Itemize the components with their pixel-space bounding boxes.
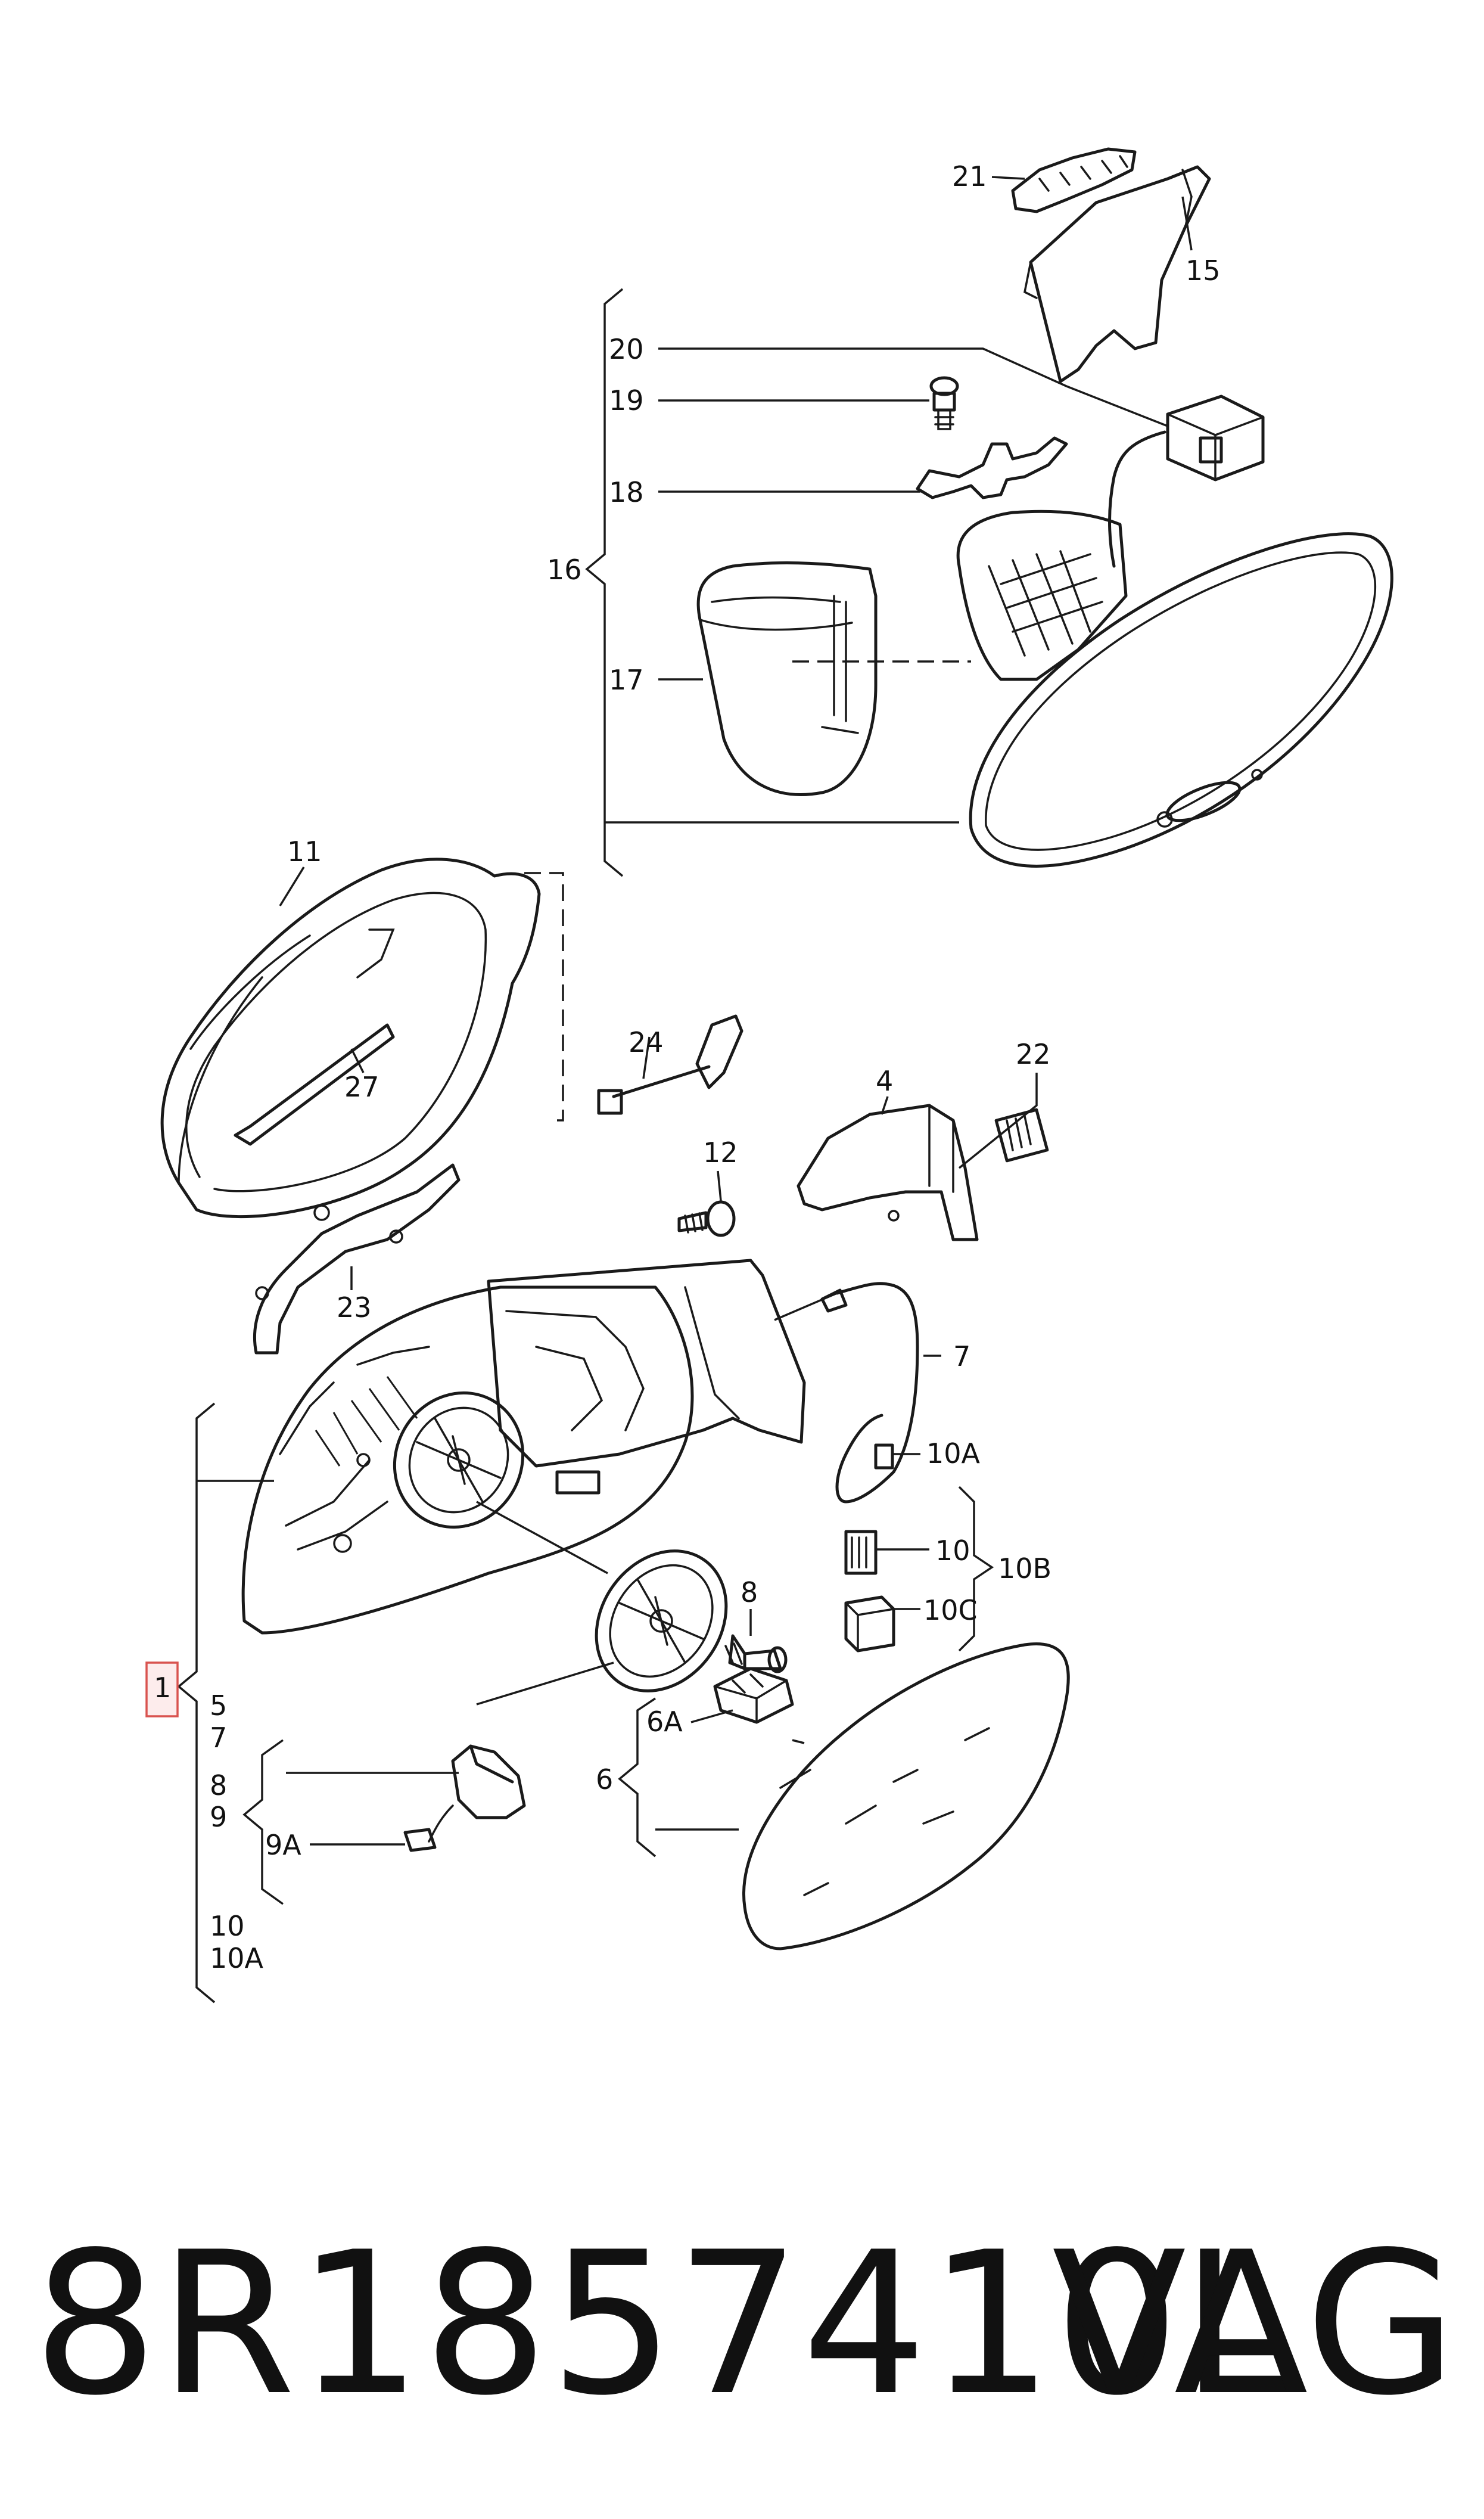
label-8: 8 [741,1576,758,1608]
callout-labels: 21 15 20 19 18 16 17 11 27 24 4 22 12 23… [154,160,1221,1974]
part-20-connector [658,347,1265,568]
label-8-list: 8 [210,1769,227,1801]
label-27: 27 [344,1071,379,1103]
label-10-list: 10 [210,1910,245,1942]
brand-name: VAG [1051,2210,1457,2439]
exploded-mirror-diagram: 21 15 20 19 18 16 17 11 27 24 4 22 12 23… [145,147,1393,2004]
part-6-mirror-glass [742,1642,1070,1950]
part-4-signal-housing [797,1096,979,1241]
label-4: 4 [876,1065,893,1097]
part-10C-connector [844,1595,920,1653]
label-6: 6 [596,1763,613,1796]
label-20: 20 [609,333,644,365]
group-8-9-bracket [242,1739,284,1905]
part-17-housing-shell [658,561,878,796]
part-16-mirror-glass [792,532,1393,868]
label-10A-list: 10A [210,1942,264,1974]
part-22-plug [958,1073,1049,1169]
label-1: 1 [154,1672,171,1704]
label-10C: 10C [923,1594,978,1626]
group-10B-bracket [958,1486,994,1652]
label-12: 12 [703,1136,738,1169]
footer: 8R1857410L VAG [0,2205,1484,2455]
group-1-bracket [145,1402,274,2004]
part-24-bulb [597,1014,743,1115]
motor-ring-upper [393,1391,525,1529]
label-19: 19 [609,384,644,417]
label-10B: 10B [998,1552,1051,1585]
part-9-lamp [286,1744,526,1852]
item-1-highlight [145,1661,179,1717]
part-10-connector [844,1530,929,1575]
top-actuator-housing [956,510,1128,681]
part-10A-connector [874,1443,920,1470]
label-10A: 10A [926,1437,981,1470]
mirror-base-bracket [487,1259,838,1468]
part-23-trim [253,1163,461,1355]
label-7-list: 7 [210,1722,227,1754]
part-21-clip [991,147,1137,213]
part-18-spring-clip [658,436,1068,499]
label-10: 10 [935,1535,970,1567]
part-19-screw [658,376,959,430]
part-11-housing-cover [160,858,541,1219]
label-9A: 9A [265,1829,301,1861]
part-7-cable [820,1282,941,1504]
part-number: 8R1857410L [33,2210,1292,2439]
label-17: 17 [609,664,644,696]
part-27-trim-strip [350,1048,365,1073]
adjustment-motor-unit [241,1285,694,1635]
label-21: 21 [952,160,987,192]
part-5-carrier-plate [476,1501,728,1706]
label-5: 5 [210,1689,227,1722]
label-18: 18 [609,476,644,508]
label-7: 7 [953,1340,970,1372]
dashed-connector-11-24 [524,872,564,1122]
label-24: 24 [629,1026,664,1058]
group-6-bracket [618,1697,739,1858]
part-12-screw [677,1170,736,1237]
part-6A-connector [690,1667,794,1724]
label-15: 15 [1186,254,1221,287]
label-16: 16 [547,554,582,586]
part-15-cover-cap [1023,165,1211,383]
label-11: 11 [287,835,322,868]
group-16-bracket [585,288,959,877]
part-8-screw [724,1609,788,1673]
label-6A: 6A [646,1706,683,1738]
label-23: 23 [337,1291,372,1324]
label-22: 22 [1016,1038,1051,1070]
label-9: 9 [210,1801,227,1833]
